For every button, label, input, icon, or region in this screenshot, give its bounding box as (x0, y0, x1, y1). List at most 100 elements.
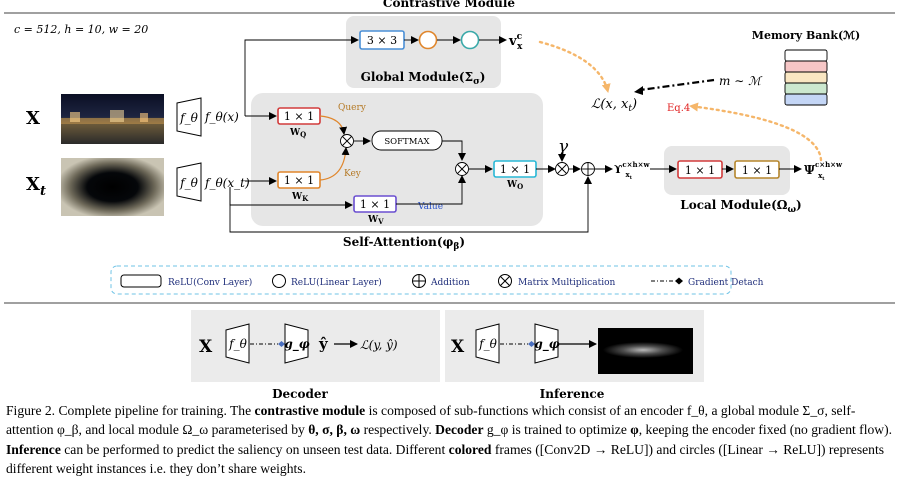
loss-label: ℒ(x, xt) (591, 97, 637, 114)
legend-addition-label: Addition (430, 278, 470, 288)
decoder-g-label: g_φ (284, 337, 309, 352)
caption-part: Figure 2. Complete pipeline for training… (6, 403, 255, 418)
caption-part: can be performed to predict the saliency… (60, 441, 449, 457)
matmul-gamma (555, 162, 569, 176)
key-label: Key (344, 169, 362, 179)
memory-bank-label: Memory Bank(ℳ) (752, 29, 860, 42)
caption-bold: colored (448, 441, 492, 457)
memory-bank-slot (784, 49, 828, 62)
edge-value-mul (396, 175, 466, 205)
caption-bold: θ, σ, β, ω (308, 422, 361, 438)
self-attention-panel (251, 93, 543, 226)
figure-caption: Figure 2. Complete pipeline for training… (6, 401, 894, 479)
inference-label: Inference (540, 387, 605, 401)
caption-part: g_φ is trained to optimize (483, 422, 631, 438)
inference-x: X (451, 337, 465, 357)
memory-bank-slot (784, 93, 828, 106)
softmax-box (371, 130, 443, 151)
key-conv-label: 1 × 1 (284, 174, 314, 187)
edge-query-mul (319, 115, 348, 135)
memory-bank-slot (784, 71, 828, 84)
gradient-detach-head (634, 86, 643, 95)
decoder-x: X (199, 337, 213, 357)
memory-sample-label: m ∼ ℳ (719, 74, 763, 88)
legend-detach-label: Gradient Detach (688, 278, 764, 288)
input-x-label: X (26, 108, 40, 129)
softmax-label: SOFTMAX (384, 137, 430, 147)
memory-bank-stack (784, 49, 828, 106)
out-w: WO (506, 180, 523, 191)
edge-key-mul (319, 147, 350, 181)
decoder-loss: ℒ(y, ŷ) (360, 338, 398, 352)
inference-encoder-label: f_θ (478, 337, 497, 351)
value-conv-label: 1 × 1 (360, 198, 390, 211)
legend-linear-swatch (272, 274, 286, 288)
local-conv-1 (677, 160, 723, 179)
decoder-encoder (225, 323, 250, 364)
caption-bold: φ (630, 422, 639, 438)
inference-encoder (475, 323, 500, 364)
gradient-detach-arrow (639, 78, 715, 92)
dotted-v-loss (538, 40, 611, 94)
query-label: Query (338, 103, 367, 113)
self-attention-label: Self-Attention(φβ) (343, 235, 465, 252)
caption-bold: Decoder (435, 422, 484, 438)
inference-g (534, 323, 559, 364)
caption-part: , keeping the encoder fixed (no gradient… (638, 422, 893, 438)
value-label: Value (417, 202, 443, 212)
global-linear-1 (418, 30, 438, 50)
gamma-label: γ (558, 137, 569, 157)
local-module-label: Local Module(Ωω) (680, 198, 801, 215)
local-conv-1-label: 1 × 1 (685, 164, 715, 177)
decoder-encoder-label: f_θ (228, 337, 247, 351)
encoder-xt (176, 162, 202, 202)
saliency-blob (603, 342, 683, 358)
caption-bold: Inference (6, 441, 61, 457)
edge-to-global (244, 36, 359, 116)
feature-xt-label: f_θ(x_t) (204, 176, 250, 190)
inference-detach-diamond (528, 341, 535, 347)
local-conv-2 (734, 160, 780, 179)
memory-bank-slot (784, 82, 828, 95)
legend-box (110, 265, 732, 295)
decoder-g (284, 323, 309, 364)
encoder-xt-label: f_θ (179, 176, 198, 190)
inference-g-label: g_φ (534, 337, 559, 352)
legend-conv-swatch (120, 274, 162, 288)
query-conv-label: 1 × 1 (284, 110, 314, 123)
legend-matmul-label: Matrix Multiplication (518, 278, 616, 288)
query-w: WQ (289, 128, 306, 139)
addition-node (581, 162, 595, 176)
param-text: c = 512, h = 10, w = 20 (14, 23, 148, 36)
decoder-detach-diamond (278, 341, 285, 347)
matmul-qk (340, 134, 354, 148)
panorama-x-lights (61, 110, 164, 124)
legend-conv-label: ReLU(Conv Layer) (168, 277, 252, 288)
global-module-label: Global Module(Σσ) (361, 70, 486, 87)
loss-eq-ref: Eq.4 (667, 103, 690, 114)
edge-softmax-mul (442, 140, 466, 161)
caption-part: respectively. (360, 422, 436, 438)
caption-part: is composed of sub-functions which consi… (6, 403, 856, 438)
global-conv-label: 3 × 3 (367, 34, 397, 47)
dotted-psi-loss (688, 102, 823, 162)
decoder-yhat: ŷ (318, 335, 329, 353)
decoder-label: Decoder (272, 387, 328, 401)
legend-linear-label: ReLU(Linear Layer) (291, 277, 382, 288)
feature-x-label: f_θ(x) (204, 110, 239, 124)
matmul-av (455, 162, 469, 176)
encoder-x-label: f_θ (179, 111, 198, 125)
out-conv-label: 1 × 1 (500, 163, 530, 176)
input-xt-label: Xt (26, 174, 46, 199)
legend-matmul-icon (498, 274, 512, 288)
legend-addition-icon (412, 274, 426, 288)
module-title: Contrastive Module (383, 0, 516, 10)
encoder-x (176, 97, 202, 137)
value-w: WV (367, 215, 384, 226)
edge-residual (229, 176, 592, 233)
local-conv-2-label: 1 × 1 (742, 164, 772, 177)
global-linear-2 (460, 30, 480, 50)
legend-detach-diamond (675, 277, 683, 285)
